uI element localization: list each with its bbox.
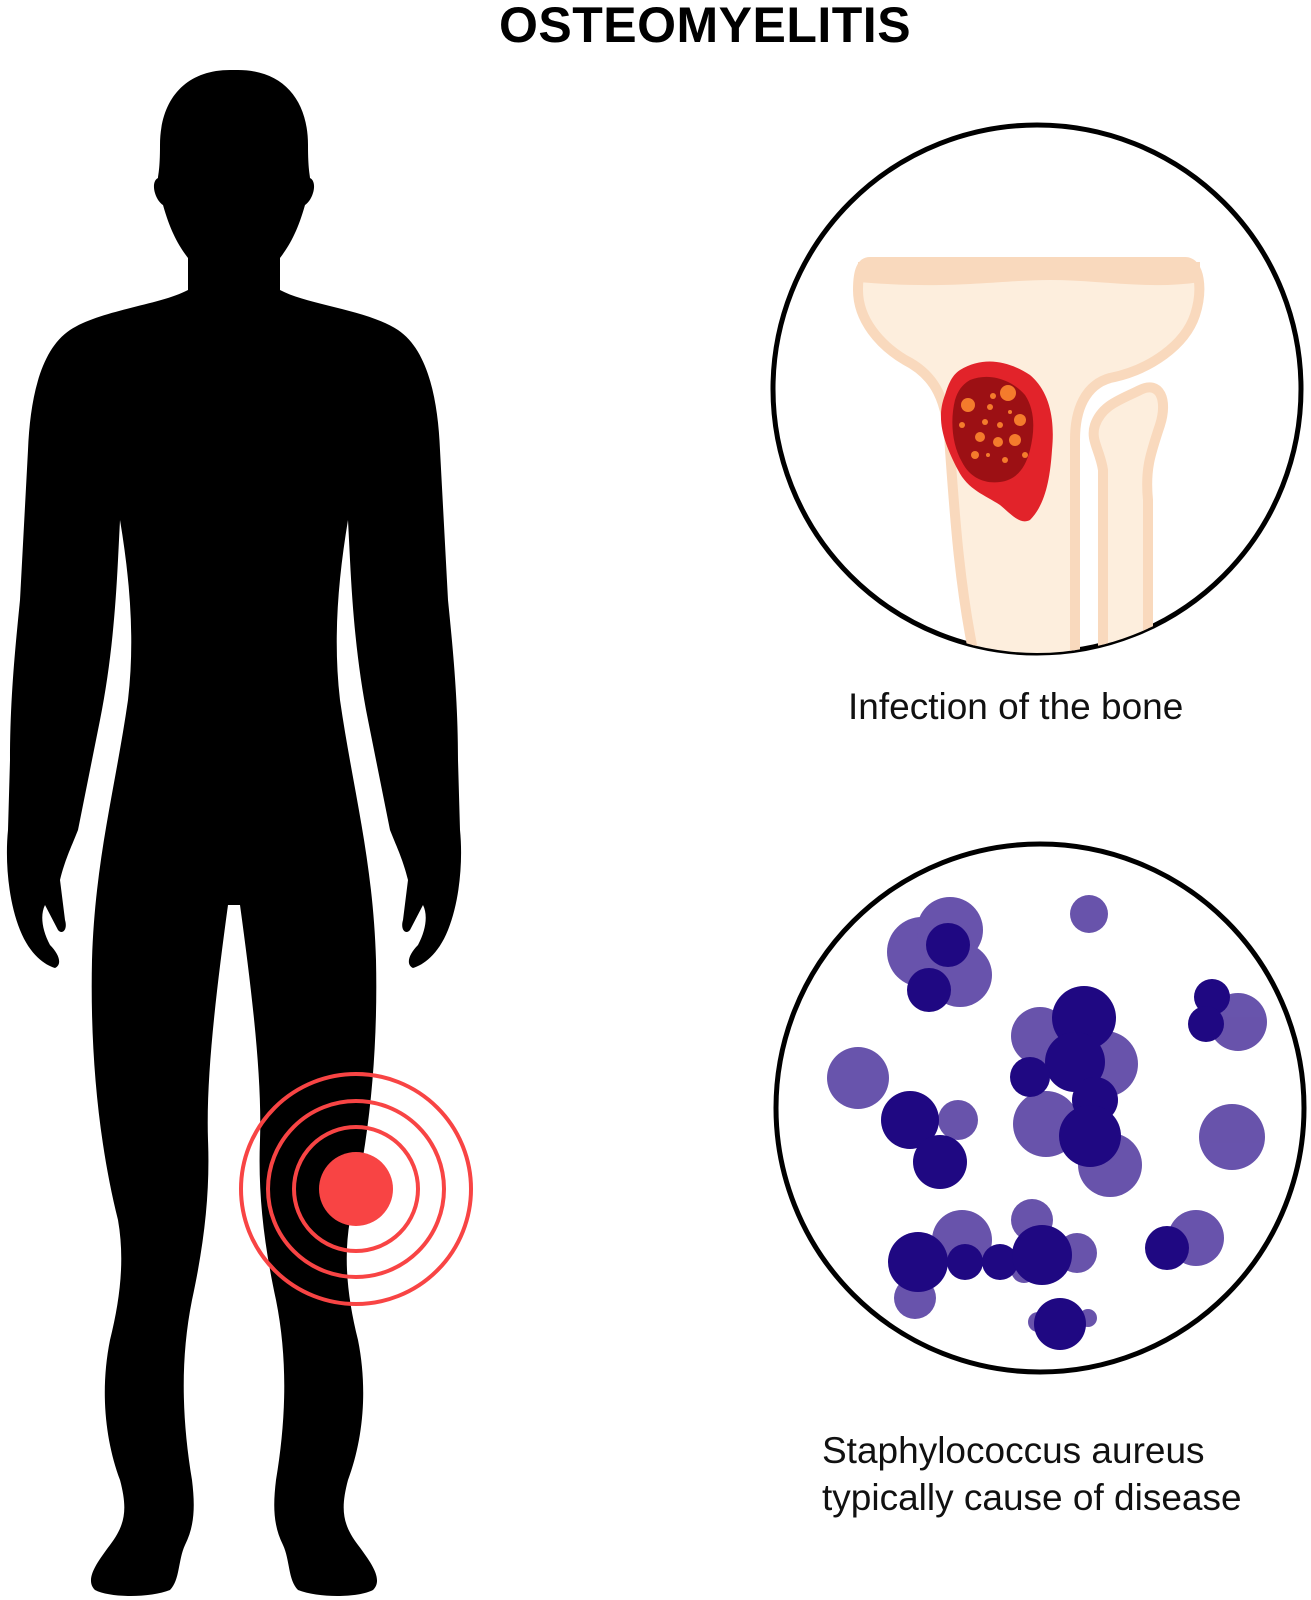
bone-cross-section-panel <box>770 122 1304 656</box>
bacteria-caption-line2: typically cause of disease <box>822 1477 1242 1518</box>
bacteria-cluster-panel <box>773 841 1307 1375</box>
page-title: OSTEOMYELITIS <box>498 0 912 53</box>
pain-target-icon <box>239 1072 473 1306</box>
bone-caption: Infection of the bone <box>848 686 1184 727</box>
bacteria-caption: Staphylococcus aureus typically cause of… <box>822 1427 1242 1521</box>
human-silhouette-icon <box>6 70 462 1596</box>
bacteria-caption-line1: Staphylococcus aureus <box>822 1430 1205 1471</box>
